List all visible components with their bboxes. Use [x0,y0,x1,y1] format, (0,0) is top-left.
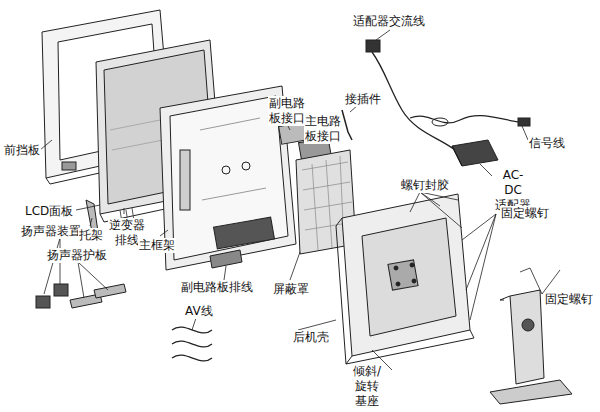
av-cable-label: AV线 [184,304,214,319]
speaker-label: 扬声器装置 [20,224,82,239]
signal-cable-label: 信号线 [528,136,566,151]
leader-lines [40,30,560,370]
stand [490,290,572,404]
speaker-cover-label: 扬声器护板 [46,248,108,263]
fixing-screw-label: 固定螺钉 [500,206,550,221]
adapter [366,40,530,166]
speakers [36,284,126,308]
sub-board-port-label: 副电路 板接口 [268,96,306,126]
lcd-panel-label: LCD面板 [24,204,74,219]
screw-seal-label: 螺钉封胶 [400,178,450,193]
back-cover [336,194,474,364]
back-cover-label: 后机壳 [292,330,330,345]
main-frame-label: 主框架 [138,238,176,253]
stand-label: 倾斜/旋转 基座 [352,364,382,409]
fixing-screw-label: 固定螺钉 [544,292,594,307]
connector-label: 接插件 [344,92,382,107]
ac-cord-label: 适配器交流线 [352,14,426,29]
front-bezel-label: 前挡板 [3,143,41,158]
bracket-label: 托架 [78,228,104,243]
sub-board-cable-label: 副电路板排线 [180,280,254,295]
av-cables [172,327,212,361]
main-board-port-label: 主电路 板接口 [304,114,342,144]
shield-label: 屏蔽罩 [272,282,310,297]
